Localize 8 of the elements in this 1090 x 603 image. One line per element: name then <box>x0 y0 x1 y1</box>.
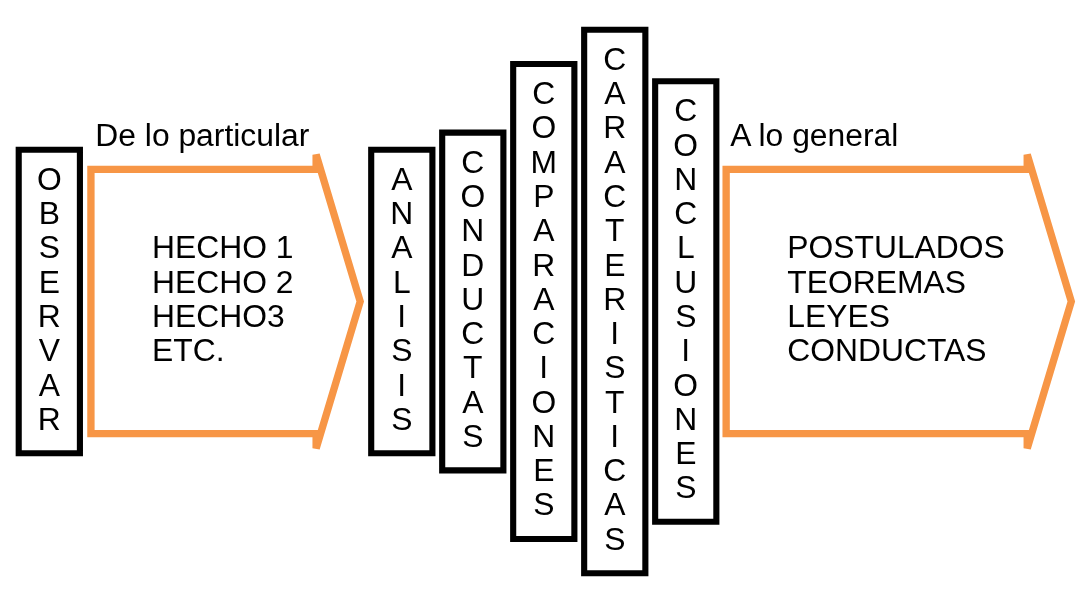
node-box: COMPARACIONES <box>510 61 578 542</box>
node-box: CONCLUSIONES <box>652 78 720 525</box>
node-label: De lo particular <box>95 116 310 153</box>
node-box: CONDUCTAS <box>439 129 507 474</box>
node-box: CARACTERISTICAS <box>581 26 649 577</box>
node-box: ANALISIS <box>368 146 436 457</box>
node-box: OBSERVAR <box>15 146 83 457</box>
node-label: A lo general <box>730 116 899 153</box>
